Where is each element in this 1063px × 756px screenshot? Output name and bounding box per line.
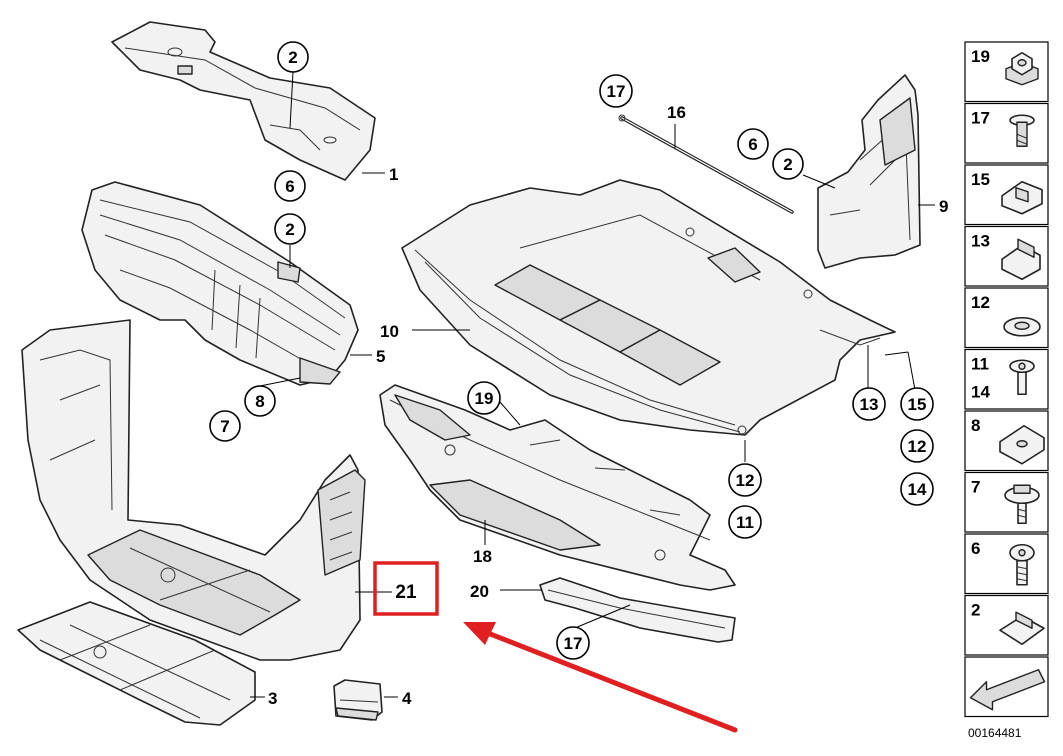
part-18-middle-shield <box>379 384 736 591</box>
side-item-12: 12 <box>964 287 1049 349</box>
svg-text:19: 19 <box>475 389 494 408</box>
svg-text:13: 13 <box>860 395 879 414</box>
side-item-13: 13 <box>964 225 1049 287</box>
side-item-number: 11 <box>971 355 989 374</box>
label-10: 10 <box>380 322 399 341</box>
label-18: 18 <box>473 547 492 566</box>
svg-text:2: 2 <box>288 48 297 67</box>
side-item-7: 7 <box>964 471 1049 533</box>
part-21-air-guide <box>21 319 366 661</box>
label-9: 9 <box>939 197 948 216</box>
side-item-number: 8 <box>971 416 980 435</box>
svg-text:7: 7 <box>220 417 229 436</box>
side-item-number: 12 <box>971 293 990 312</box>
callout-6-right: 6 <box>737 128 769 160</box>
part-10-underbody-shield <box>401 179 896 436</box>
direction-arrow-icon <box>969 669 1046 711</box>
side-item-15: 15 <box>964 164 1049 226</box>
callout-17-bottom: 17 <box>556 626 590 660</box>
svg-text:11: 11 <box>736 513 754 532</box>
screw-icon <box>1009 543 1035 586</box>
expanding-rivet-icon <box>1009 114 1035 147</box>
label-5: 5 <box>376 347 385 366</box>
svg-text:17: 17 <box>607 82 626 101</box>
callout-6-left: 6 <box>274 170 306 202</box>
red-pointer-arrow <box>463 622 738 733</box>
speed-nut-icon <box>999 424 1045 465</box>
callout-12-mid: 12 <box>728 463 762 497</box>
svg-text:12: 12 <box>736 471 755 490</box>
part-3-plate <box>17 601 256 726</box>
side-item-17: 17 <box>964 102 1049 164</box>
side-item-number: 15 <box>971 170 990 189</box>
side-item-number: 6 <box>971 539 980 558</box>
leader-lines <box>259 71 916 629</box>
side-item-number: 13 <box>971 232 990 251</box>
part-9-side-panel <box>817 74 921 269</box>
part-5-duct <box>81 181 359 386</box>
svg-text:17: 17 <box>564 634 583 653</box>
callout-2-right: 2 <box>772 148 804 180</box>
part-16-rod <box>618 114 794 214</box>
svg-text:6: 6 <box>285 177 294 196</box>
label-4: 4 <box>402 689 412 708</box>
callout-17-top: 17 <box>599 74 633 108</box>
label-21: 21 <box>395 582 417 603</box>
diagram-id: 00164481 <box>968 726 1022 740</box>
part-20-strip <box>539 577 736 643</box>
callout-15: 15 <box>900 387 934 421</box>
side-item-number: 17 <box>971 109 990 128</box>
plastic-rivet-icon <box>1009 359 1035 396</box>
svg-text:12: 12 <box>908 437 927 456</box>
side-item-6: 6 <box>964 533 1049 595</box>
highlight-box-21[interactable]: 21 <box>373 561 439 616</box>
side-item-number: 19 <box>971 47 990 66</box>
label-1: 1 <box>389 165 398 184</box>
u-nut-icon <box>999 611 1045 646</box>
washer-icon <box>1003 316 1041 337</box>
callout-14: 14 <box>900 472 934 506</box>
side-item-number: 2 <box>971 601 980 620</box>
svg-text:2: 2 <box>783 155 792 174</box>
side-item-19: 19 <box>964 41 1049 103</box>
side-item-number: 7 <box>971 478 980 497</box>
label-20: 20 <box>470 582 489 601</box>
part-1-bracket <box>111 21 376 181</box>
side-item-8: 8 <box>964 410 1049 472</box>
clip-nut-icon <box>1001 238 1041 281</box>
side-item-arrow <box>964 656 1049 718</box>
callout-13: 13 <box>852 387 886 421</box>
callout-2-left: 2 <box>274 213 306 245</box>
callout-19: 19 <box>467 381 501 415</box>
callout-11: 11 <box>728 505 762 539</box>
svg-text:14: 14 <box>908 480 927 499</box>
side-item-number: 14 <box>971 383 990 402</box>
svg-text:8: 8 <box>255 392 264 411</box>
side-item-2: 2 <box>964 594 1049 656</box>
callout-2-top: 2 <box>277 41 309 73</box>
flange-screw-icon <box>1004 484 1040 525</box>
hex-nut-icon <box>1005 51 1039 86</box>
spring-clip-icon <box>1001 180 1043 215</box>
callout-8: 8 <box>244 385 276 417</box>
callout-12-right: 12 <box>900 429 934 463</box>
svg-text:2: 2 <box>285 220 294 239</box>
label-16: 16 <box>667 103 686 122</box>
callout-7: 7 <box>209 410 241 442</box>
svg-text:15: 15 <box>908 395 927 414</box>
part-4-clip <box>333 679 383 721</box>
svg-text:6: 6 <box>748 135 757 154</box>
label-3: 3 <box>268 689 277 708</box>
